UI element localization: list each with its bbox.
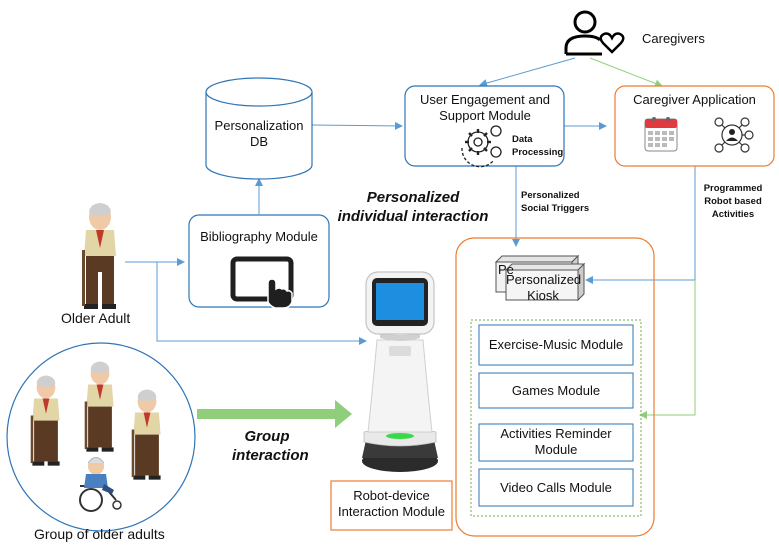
personalization-db-cylinder	[205, 77, 313, 180]
exercise-box	[478, 324, 634, 366]
group-arrow	[197, 400, 352, 428]
activities-box	[478, 423, 634, 462]
gears-icon	[461, 125, 502, 168]
video-box	[478, 468, 634, 507]
video-label: Video Calls Module	[500, 480, 612, 495]
kiosk-back-label: Pe	[498, 262, 514, 277]
programmed-label: Programmed Robot based Activities	[703, 183, 763, 220]
kiosk-container	[455, 237, 655, 537]
edge-db-to-engagement	[311, 121, 403, 130]
user-engagement-label: User Engagement and Support Module	[419, 92, 551, 124]
edge-caregivers-to-app	[589, 57, 663, 88]
games-box	[478, 372, 634, 409]
edge-app-to-kiosk	[585, 165, 696, 284]
wheelchair-icon	[79, 457, 122, 512]
older-adult-label: Older Adult	[61, 310, 131, 326]
robot-icon	[362, 271, 438, 472]
caregiver-app-label: Caregiver Application	[633, 92, 756, 107]
connectors	[125, 57, 696, 419]
edge-caregivers-to-engagement	[479, 57, 576, 87]
user-engagement-box	[404, 85, 565, 167]
kiosk-cubes	[494, 254, 586, 302]
bibliography-label: Bibliography Module	[200, 229, 318, 244]
person-heart-icon	[564, 10, 625, 56]
edge-adult-to-robot	[156, 262, 367, 345]
calendar-icon	[644, 117, 678, 152]
caregivers-label: Caregivers	[642, 31, 705, 46]
network-icon	[714, 117, 754, 153]
tablet-touch-icon	[230, 256, 294, 309]
group-interaction-label: Group interaction	[232, 428, 309, 464]
modules-frame	[470, 319, 642, 517]
games-label: Games Module	[511, 383, 601, 398]
group-label: Group of older adults	[34, 526, 165, 542]
social-triggers-label: Personalized Social Triggers	[521, 190, 590, 214]
personalization-db-label: Personalization DB	[214, 118, 304, 150]
robot-module-box	[330, 480, 453, 531]
activities-label: Activities Reminder Module	[500, 426, 612, 458]
edge-app-to-modules	[639, 280, 696, 419]
data-processing-label: Data Processing	[512, 134, 564, 158]
kiosk-label: Personalized Kiosk	[506, 272, 582, 304]
elderly-man-icon	[30, 203, 161, 480]
robot-module-label: Robot-device Interaction Module	[338, 488, 445, 520]
exercise-label: Exercise-Music Module	[488, 337, 624, 352]
personalized-individual-label: Personalized individual interaction	[337, 189, 489, 225]
